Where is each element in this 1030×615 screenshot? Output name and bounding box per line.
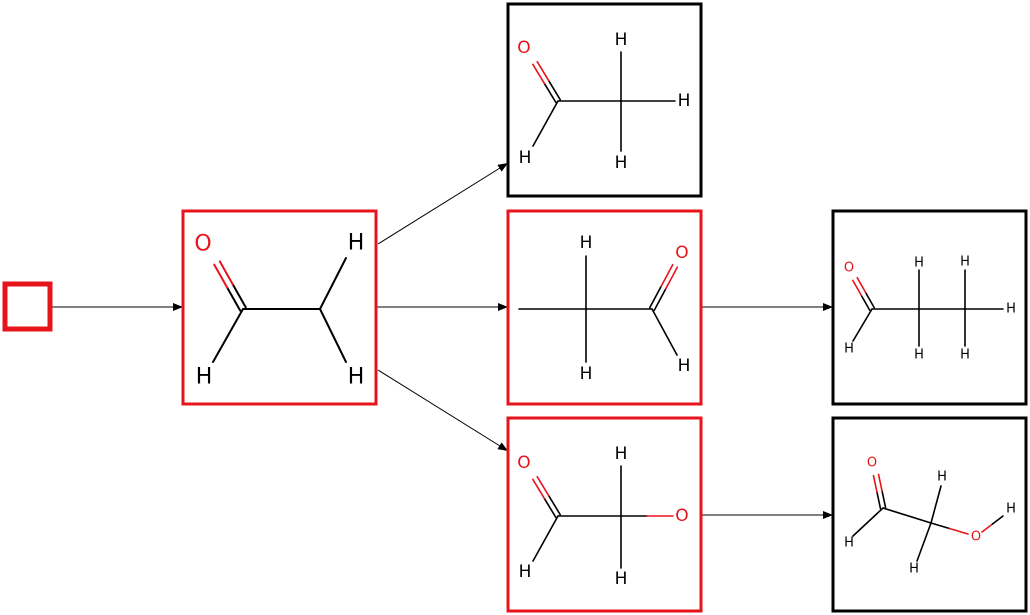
atom-label: O <box>675 506 688 526</box>
node-frame <box>506 2 703 198</box>
molecule-propanal: O H H H H H H <box>844 255 1016 363</box>
bond-line-b <box>531 478 557 519</box>
double-bond-1 <box>872 473 887 510</box>
atom-label: H <box>615 153 628 173</box>
bond-line-a <box>856 276 876 309</box>
bond-4 <box>916 522 932 562</box>
node-frame <box>831 209 1028 406</box>
node-n3[interactable]: H H O H <box>506 209 703 406</box>
node-n1[interactable]: O H H H <box>181 209 378 406</box>
double-bond-1 <box>213 260 247 312</box>
bond-3 <box>319 257 347 310</box>
edge-n1-n4 <box>377 369 509 452</box>
atom-label: H <box>909 562 919 577</box>
node-root[interactable] <box>2 281 53 332</box>
bond-line-b <box>872 474 882 510</box>
node-frame <box>181 209 378 406</box>
atom-label: H <box>960 255 970 270</box>
atom-label: H <box>348 231 365 256</box>
edges-layer <box>50 162 833 519</box>
double-bond-1 <box>851 276 876 312</box>
node-n4[interactable]: O H H H O <box>506 416 703 613</box>
node-n6[interactable]: O H H H O H <box>831 416 1028 613</box>
atom-label: O <box>194 232 211 257</box>
atom-label: H <box>580 233 593 253</box>
atom-label: H <box>914 256 924 271</box>
atom-label: O <box>675 243 688 263</box>
bond-4 <box>319 308 347 363</box>
double-bond-4 <box>648 263 679 312</box>
atom-label: H <box>937 470 947 485</box>
bond-line-a <box>653 266 679 312</box>
node-frame <box>506 416 703 613</box>
atom-label: H <box>519 562 532 582</box>
node-n2[interactable]: O H H H H <box>506 2 703 198</box>
bond-5 <box>651 308 678 356</box>
bond-line-b <box>851 279 871 312</box>
edge-n1-n2 <box>377 162 509 245</box>
bond-line-b <box>648 263 674 309</box>
node-n5[interactable]: O H H H H H H <box>831 209 1028 406</box>
molecule-acetaldehyde: O H H H H <box>517 30 690 173</box>
bond-2 <box>212 308 244 363</box>
atom-label: H <box>678 91 691 111</box>
bond-0 <box>882 507 932 524</box>
atom-label: H <box>615 444 628 464</box>
node-frame <box>506 209 703 406</box>
bond-6 <box>981 515 1004 533</box>
atom-label: H <box>844 536 854 551</box>
atom-label: H <box>348 365 365 390</box>
molecule-frag-ch2-cho: O H H H <box>194 231 364 390</box>
bond-2 <box>852 507 884 537</box>
bond-5 <box>930 522 969 535</box>
bond-line-a <box>877 473 887 509</box>
bond-line-a <box>536 60 562 101</box>
atom-label: H <box>196 365 213 390</box>
bond-line-b <box>213 263 242 312</box>
atom-label: H <box>1006 302 1016 317</box>
atom-label: H <box>1006 502 1016 517</box>
atom-label: H <box>580 364 593 384</box>
double-bond-1 <box>531 60 562 104</box>
atom-label: H <box>519 148 532 168</box>
root-marker-box <box>2 281 53 332</box>
bond-2 <box>852 308 873 342</box>
atom-label: H <box>914 348 924 363</box>
bond-3 <box>930 485 942 524</box>
double-bond-1 <box>531 475 562 519</box>
atom-label: H <box>844 342 854 357</box>
atom-label: O <box>867 456 877 471</box>
bond-line-a <box>536 475 562 516</box>
atom-label: O <box>971 530 981 545</box>
atom-label: H <box>615 30 628 50</box>
atom-label: H <box>960 348 970 363</box>
bond-line-b <box>531 63 557 104</box>
molecule-frag-ch2-cho-o: O H H H O <box>517 444 688 589</box>
atom-label: H <box>678 356 691 376</box>
node-frame <box>831 416 1028 613</box>
atom-label: O <box>517 38 530 58</box>
bond-2 <box>532 100 559 147</box>
atom-label: H <box>615 569 628 589</box>
molecule-frag-ch2-cho-ext: H H O H <box>518 233 691 384</box>
atom-label: O <box>844 261 854 276</box>
bond-line-a <box>218 260 247 309</box>
atom-label: O <box>517 453 530 473</box>
molecule-glycolaldehyde: O H H H O H <box>844 456 1016 577</box>
bond-2 <box>532 515 559 562</box>
